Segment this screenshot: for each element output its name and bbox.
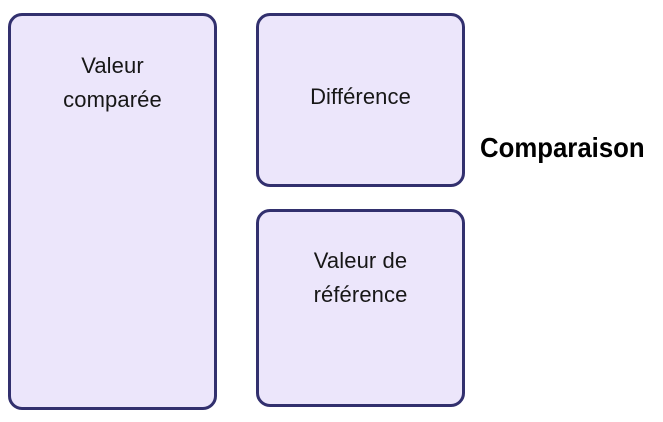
node-difference[interactable]: Différence	[256, 13, 465, 187]
node-reference-value-label: Valeur de référence	[313, 248, 408, 307]
node-difference-label: Différence	[310, 84, 411, 109]
node-compared-value-label: Valeur comparée	[63, 53, 162, 112]
comparison-caption: Comparaison	[480, 132, 645, 163]
node-compared-value[interactable]: Valeur comparée	[8, 13, 217, 410]
node-reference-value[interactable]: Valeur de référence	[256, 209, 465, 407]
